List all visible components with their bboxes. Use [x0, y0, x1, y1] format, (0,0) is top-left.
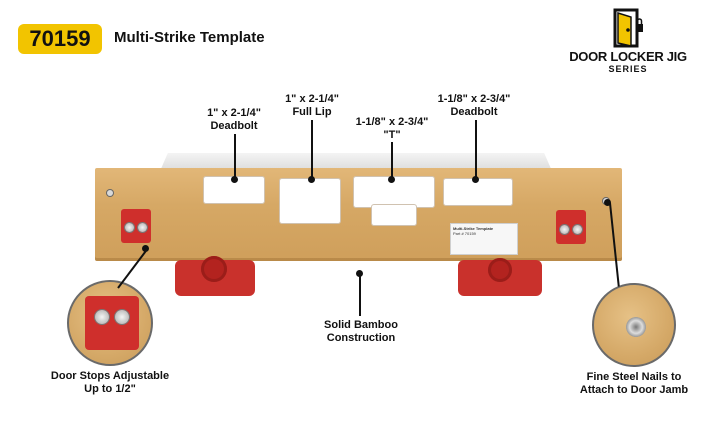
door-stop-right[interactable] [556, 210, 586, 244]
screw-icon [560, 225, 569, 234]
red-bushing-left [175, 256, 255, 296]
bamboo-template-board [95, 168, 622, 261]
cutout-t-stem [371, 204, 417, 226]
cutout-full-lip [279, 178, 341, 224]
brand-logo: DOOR LOCKER JIG SERIES [568, 8, 688, 88]
model-number-badge: 70159 [18, 24, 102, 54]
leader-dot [308, 176, 315, 183]
cutout-label-2: 1" x 2-1/4" Full Lip [285, 93, 339, 118]
leader-dot [604, 199, 611, 206]
red-bushing-right [458, 258, 542, 296]
bushing-knob [488, 258, 512, 282]
bushing-knob [201, 256, 227, 282]
cutout-label-3: 1-1/8" x 2-3/4" "T" [355, 116, 429, 141]
screw-icon [138, 223, 147, 232]
screw-icon [125, 223, 134, 232]
screw-icon [95, 310, 109, 324]
door-stop-detail-circle [67, 280, 153, 366]
cutout-label-1: 1" x 2-1/4" Deadbolt [207, 107, 261, 132]
screw-icon [573, 225, 582, 234]
door-stop-left[interactable] [121, 209, 151, 243]
leader-dot [472, 176, 479, 183]
leader-dot [356, 270, 363, 277]
screw-icon [115, 310, 129, 324]
leader-dot [388, 176, 395, 183]
leader-line [311, 120, 313, 178]
cutout-label-4: 1-1/8" x 2-3/4" Deadbolt [437, 93, 511, 118]
nail-pin-left [107, 190, 113, 196]
door-lock-icon [613, 8, 643, 48]
door-stops-label: Door Stops Adjustable Up to 1/2" [50, 370, 170, 395]
product-title: Multi-Strike Template [114, 29, 265, 46]
leader-line [234, 134, 236, 178]
leader-line [391, 142, 393, 178]
model-number: 70159 [29, 26, 91, 51]
construction-label: Solid Bamboo Construction [324, 319, 398, 344]
nails-label: Fine Steel Nails to Attach to Door Jamb [579, 371, 689, 396]
leader-line [359, 274, 361, 316]
nail-detail-circle [592, 283, 676, 367]
logo-name: DOOR LOCKER JIG [569, 49, 687, 64]
metal-tray [160, 153, 552, 171]
cutout-deadbolt-large [443, 178, 513, 206]
product-sticker: Multi-Strike Template Part # 70159 [450, 223, 518, 255]
logo-series: SERIES [608, 64, 648, 74]
leader-line [475, 120, 477, 178]
leader-dot [231, 176, 238, 183]
leader-dot [142, 245, 149, 252]
